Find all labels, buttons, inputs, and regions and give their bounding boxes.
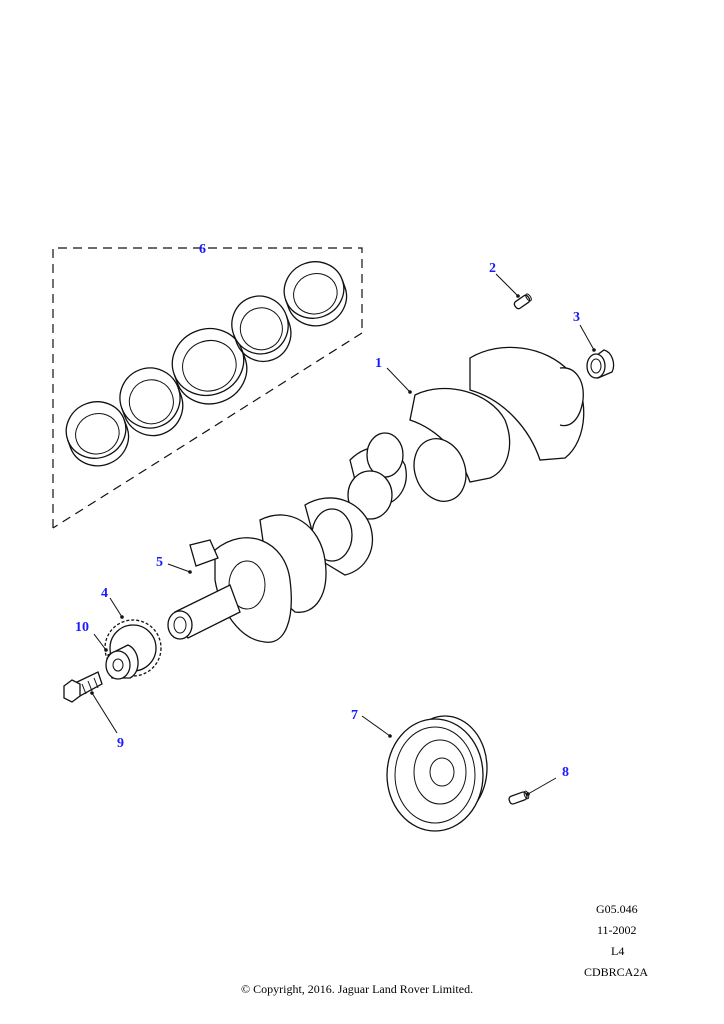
leader-3 bbox=[579, 324, 595, 351]
leader-1 bbox=[386, 367, 411, 393]
crankshaft-bolt bbox=[63, 671, 103, 703]
callout-6: 6 bbox=[199, 242, 206, 257]
leader-lines bbox=[90, 273, 596, 796]
callout-7: 7 bbox=[351, 708, 358, 723]
dowel-pin bbox=[513, 293, 532, 310]
leader-5 bbox=[167, 563, 191, 573]
callout-10: 10 bbox=[75, 620, 89, 635]
callout-1: 1 bbox=[375, 356, 382, 371]
drawing-number: G05.046 bbox=[596, 902, 638, 916]
bearing-shell bbox=[231, 295, 292, 363]
callout-4: 4 bbox=[101, 586, 108, 601]
leader-8 bbox=[527, 777, 557, 795]
crankshaft-damper-pulley bbox=[386, 715, 488, 832]
crankshaft bbox=[167, 346, 585, 643]
callout-2: 2 bbox=[489, 261, 496, 276]
bearing-kit-boundary-diagonal bbox=[52, 332, 363, 529]
leader-4 bbox=[109, 597, 123, 618]
bearing-shell bbox=[171, 327, 248, 405]
copyright-notice: © Copyright, 2016. Jaguar Land Rover Lim… bbox=[241, 982, 474, 996]
spigot-bush bbox=[586, 349, 615, 379]
bearing-shell bbox=[283, 261, 348, 327]
callout-5: 5 bbox=[156, 555, 163, 570]
bearing-kit-boundary bbox=[52, 247, 363, 528]
callout-9: 9 bbox=[117, 736, 124, 751]
callout-8: 8 bbox=[562, 765, 569, 780]
engine-code: L4 bbox=[611, 944, 625, 958]
catalogue-reference: CDBRCA2A bbox=[584, 965, 649, 979]
leader-9 bbox=[91, 692, 118, 734]
bearing-shell bbox=[119, 367, 184, 437]
pulley-dowel bbox=[508, 790, 530, 805]
main-bearing-shells bbox=[65, 261, 348, 467]
leader-7 bbox=[361, 715, 391, 737]
leader-10 bbox=[93, 633, 107, 651]
spacer bbox=[105, 644, 139, 680]
callout-3: 3 bbox=[573, 310, 580, 325]
leader-2 bbox=[495, 273, 519, 297]
bearing-shell bbox=[65, 401, 130, 467]
drawing-date: 11-2002 bbox=[597, 923, 637, 937]
